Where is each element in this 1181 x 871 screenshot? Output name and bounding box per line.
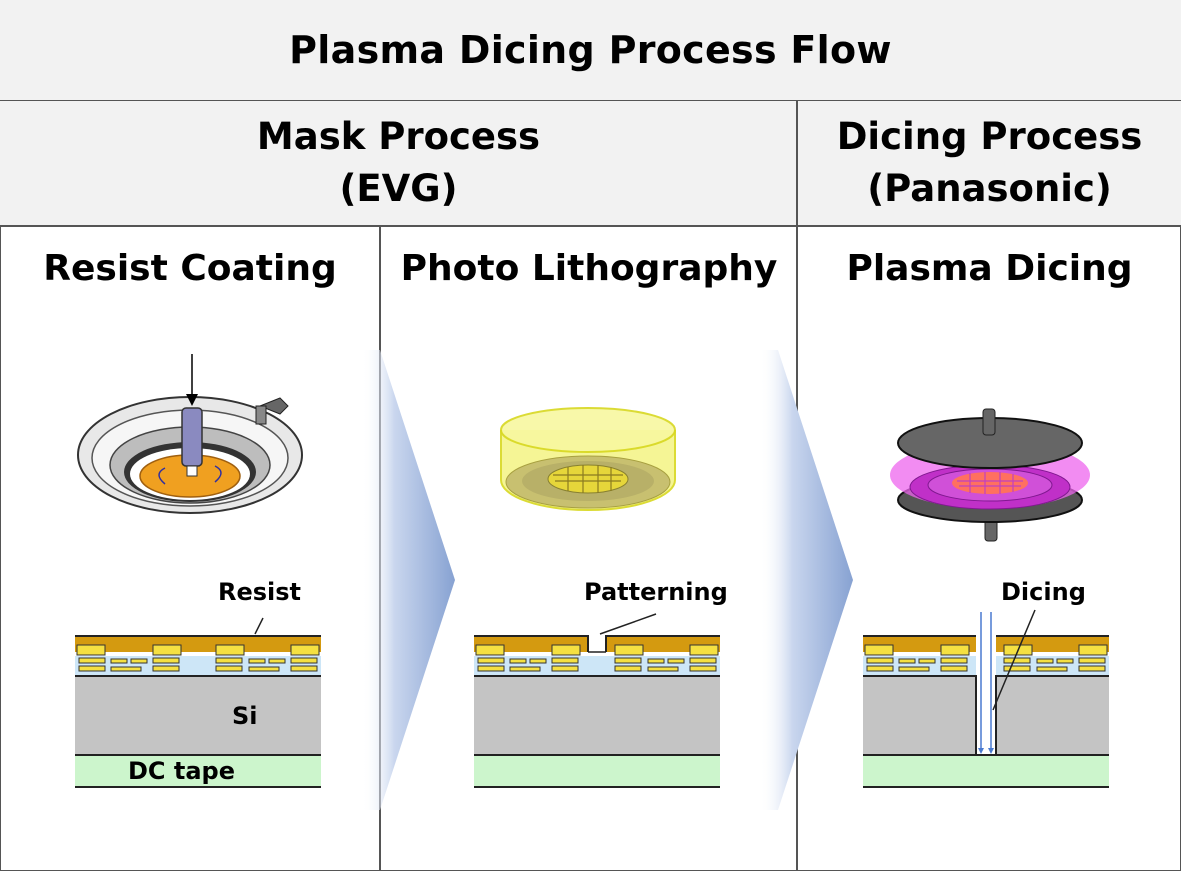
step-title-photo-lithography: Photo Lithography: [400, 248, 778, 289]
cross-section-dicing: [863, 609, 1109, 788]
callout-patterning: Patterning: [584, 578, 728, 606]
diagram-title: Plasma Dicing Process Flow: [289, 28, 892, 72]
step-title-resist-coating: Resist Coating: [43, 248, 337, 289]
cross-section-resist: [75, 617, 321, 788]
group-header-dicing-process: Dicing Process (Panasonic): [798, 101, 1181, 227]
plasma-chamber-icon: [890, 408, 1090, 542]
cross-section-patterning: [474, 613, 720, 788]
photo-lithography-chamber-icon: [500, 407, 676, 511]
callout-resist: Resist: [218, 578, 302, 606]
layer-label-si: Si: [232, 702, 258, 730]
callout-dicing: Dicing: [1001, 578, 1086, 606]
flow-arrow-2: [760, 350, 853, 810]
group-subtitle: (Panasonic): [867, 167, 1112, 210]
flow-arrow-1: [362, 350, 455, 810]
group-header-mask-process: Mask Process (EVG): [0, 101, 797, 227]
group-subtitle: (EVG): [339, 167, 458, 210]
step-title-plasma-dicing: Plasma Dicing: [846, 248, 1133, 289]
spin-coater-icon: [77, 354, 303, 514]
group-title: Dicing Process: [836, 115, 1143, 158]
group-title: Mask Process: [256, 115, 541, 158]
layer-label-dc-tape: DC tape: [128, 757, 236, 785]
